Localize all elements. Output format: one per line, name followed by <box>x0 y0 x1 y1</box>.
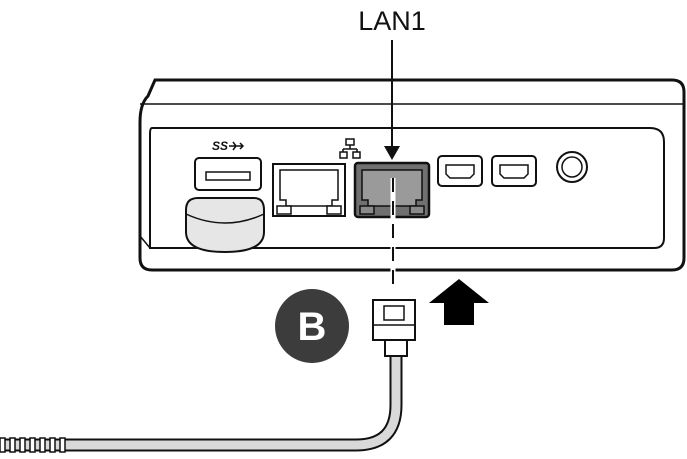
usb-dongle <box>186 198 264 252</box>
mini-displayport-2 <box>492 156 536 186</box>
rj45-connector <box>373 300 415 356</box>
lan1-callout-label: LAN1 <box>358 6 426 36</box>
usb-port <box>195 158 261 190</box>
mini-displayport-1 <box>438 156 482 186</box>
ethernet-cable <box>0 354 396 445</box>
lan2-port <box>273 164 345 216</box>
step-badge: B <box>275 289 349 363</box>
up-arrow-icon <box>429 279 489 325</box>
usb-logo-text: SS <box>212 139 228 153</box>
step-badge-letter: B <box>298 305 327 349</box>
cable-end <box>0 438 65 452</box>
audio-jack <box>557 152 587 182</box>
